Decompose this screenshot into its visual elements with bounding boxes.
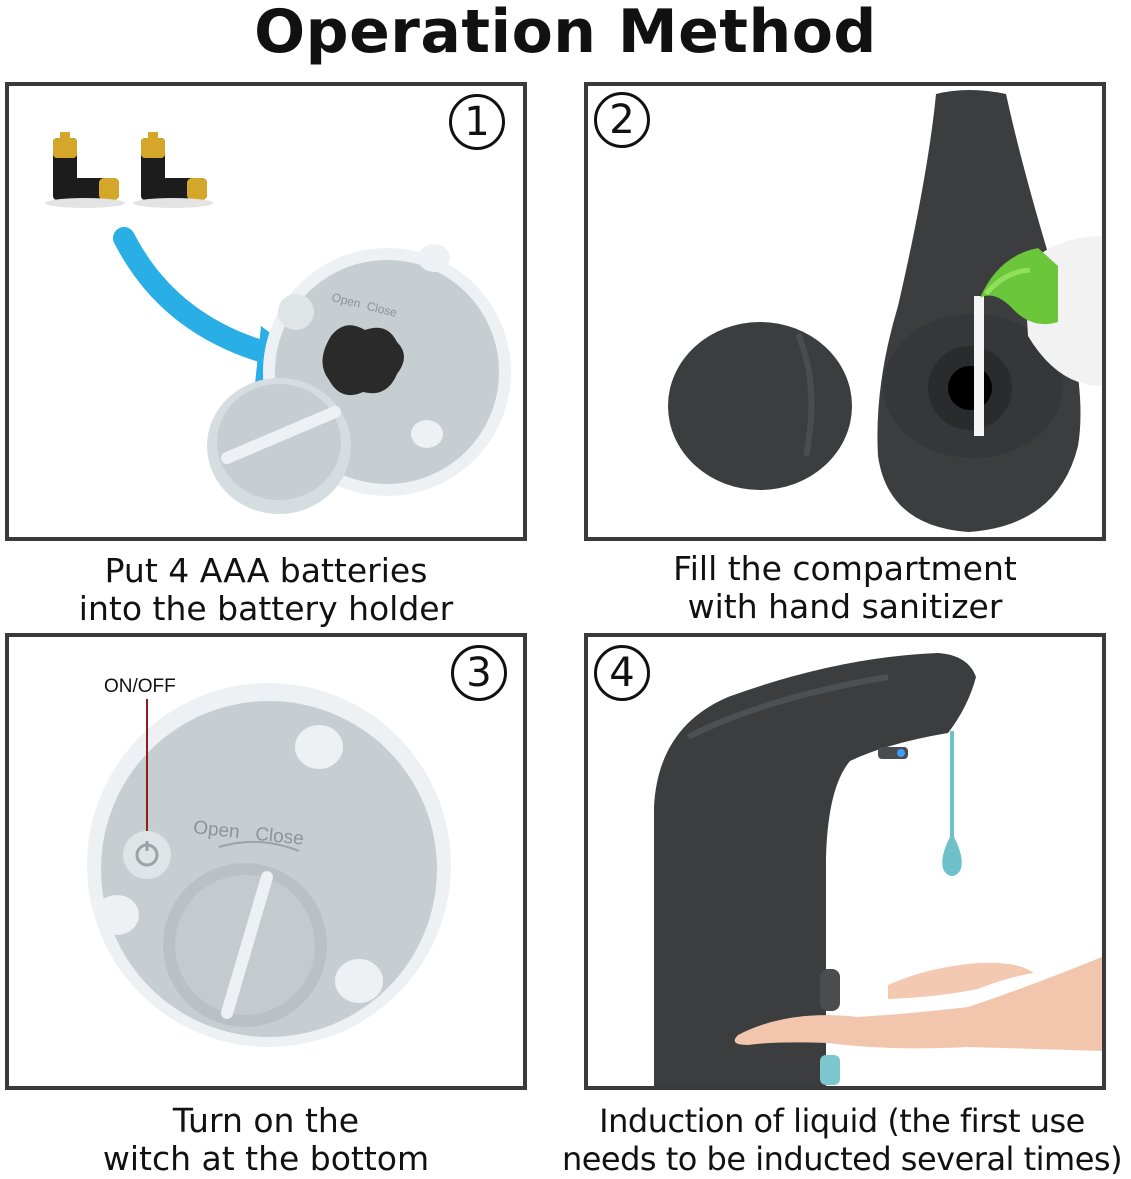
close-label: Close <box>254 823 305 850</box>
step-2-caption: Fill the compartment with hand sanitizer <box>584 550 1106 626</box>
step-1-caption: Put 4 AAA batteries into the battery hol… <box>5 552 527 628</box>
battery-icon <box>133 132 213 208</box>
caption-line: Fill the compartment <box>673 549 1017 588</box>
caption-line: into the battery holder <box>78 589 454 628</box>
step-number-badge: 3 <box>451 645 507 701</box>
step-number-badge: 4 <box>594 645 650 701</box>
caption-line: needs to be inducted several times) <box>561 1140 1123 1178</box>
switch-label: ON/OFF <box>104 676 176 697</box>
caption-line: Induction of liquid (the first use <box>599 1102 1085 1140</box>
switch-location-illustration <box>87 683 451 1047</box>
battery-install-illustration <box>45 132 511 514</box>
caption-line: with hand sanitizer <box>687 587 1003 626</box>
step-number-badge: 1 <box>449 94 505 150</box>
step-number-badge: 2 <box>594 92 650 148</box>
caption-line: Turn on the <box>172 1101 360 1140</box>
open-label: Open <box>192 817 241 844</box>
fill-compartment-illustration <box>668 90 1102 532</box>
step-3-caption: Turn on the witch at the bottom <box>5 1102 527 1178</box>
battery-icon <box>45 132 125 208</box>
step-4-panel: 4 <box>584 633 1106 1090</box>
caption-line: Put 4 AAA batteries <box>104 551 428 590</box>
dispenser-induction-illustration <box>654 653 1102 1086</box>
caption-line: witch at the bottom <box>102 1139 430 1178</box>
step-4-caption: Induction of liquid (the first use needs… <box>556 1102 1128 1178</box>
step-3-panel: ON/OFF Open Close 3 <box>5 633 527 1090</box>
step-1-panel: 1 Open Close <box>5 82 527 541</box>
step-2-panel: 2 <box>584 82 1106 541</box>
page-title: Operation Method <box>254 0 877 67</box>
